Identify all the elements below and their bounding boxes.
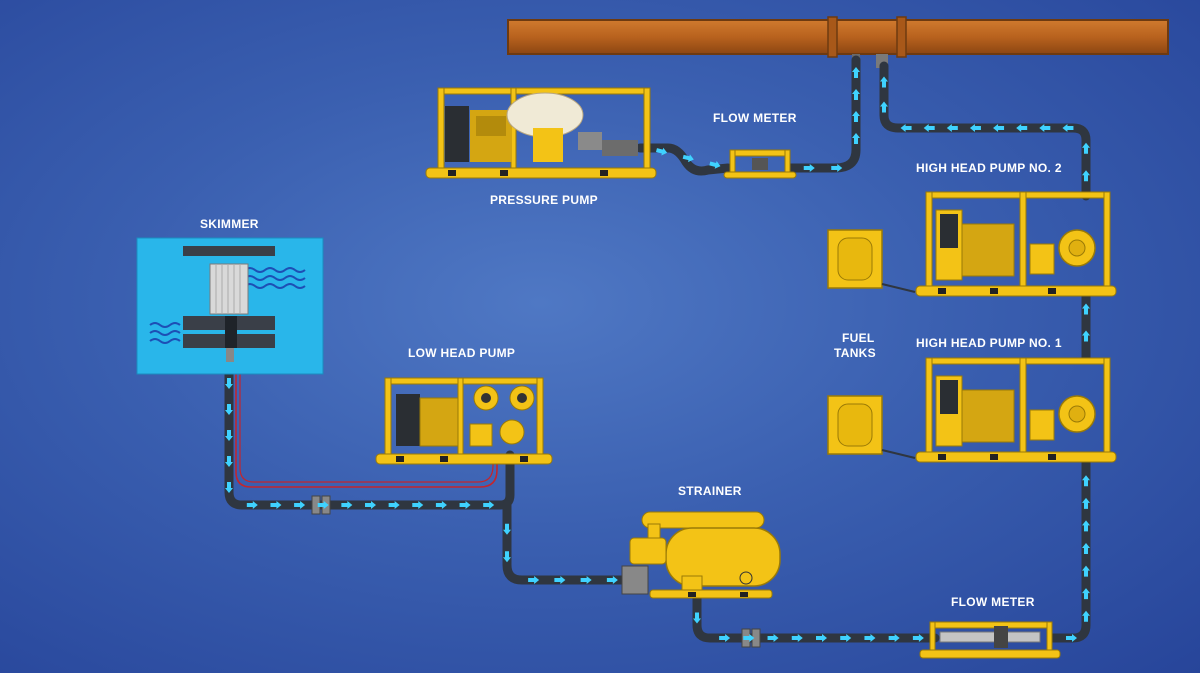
flow-arrow-icon — [852, 133, 860, 144]
flow-arrow-icon — [1039, 124, 1051, 132]
flow-meter-top-label: FLOW METER — [713, 111, 797, 125]
flow-arrow-icon — [225, 430, 233, 441]
pressure-pump-label: PRESSURE PUMP — [490, 193, 598, 207]
fuel-line — [235, 360, 498, 488]
flow-arrow-icon — [852, 67, 860, 78]
flow-arrow-icon — [1082, 170, 1090, 182]
flow-arrow-icon — [225, 378, 233, 389]
flow-arrow-icon — [791, 634, 803, 642]
hose-flowmeter-to-hh1 — [1047, 457, 1091, 643]
high-head-pump-1-label: HIGH HEAD PUMP NO. 1 — [916, 336, 1062, 350]
flow-arrow-icon — [719, 634, 731, 642]
flow-arrow-icon — [483, 501, 495, 509]
high-head-pump-2: HIGH HEAD PUMP NO. 2 — [915, 161, 1117, 297]
skimmer-label: SKIMMER — [200, 217, 259, 231]
flow-arrow-icon — [365, 501, 376, 509]
flow-arrow-icon — [900, 124, 912, 132]
flow-arrow-icon — [840, 634, 852, 642]
flow-arrow-icon — [1062, 124, 1074, 132]
flow-arrow-icon — [388, 501, 400, 509]
pressure-pump: PRESSURE PUMP — [425, 87, 657, 207]
hose-strainer-to-flowmeter — [692, 593, 940, 643]
flow-arrow-icon — [528, 576, 540, 584]
high-head-pump-2-label: HIGH HEAD PUMP NO. 2 — [916, 161, 1062, 175]
flow-arrow-icon — [1082, 475, 1090, 487]
fuel-tanks-label-line1: FUEL — [842, 331, 875, 345]
flow-arrow-icon — [1082, 497, 1090, 509]
flow-arrow-icon — [852, 111, 860, 122]
flow-arrow-icon — [880, 101, 888, 113]
flow-arrow-icon — [317, 501, 329, 509]
flow-arrow-icon — [888, 634, 900, 642]
flow-arrow-icon — [831, 164, 843, 172]
flow-arrow-icon — [880, 76, 888, 88]
flow-arrow-icon — [225, 404, 233, 415]
flow-arrow-icon — [503, 523, 511, 535]
flow-arrow-icon — [503, 551, 511, 563]
flow-arrow-icon — [852, 89, 860, 100]
flow-arrow-icon — [580, 576, 592, 584]
hose-low-head-to-strainer — [502, 500, 635, 585]
skimmer: SKIMMER — [136, 217, 324, 375]
flow-arrow-icon — [803, 164, 815, 172]
low-head-pump-label: LOW HEAD PUMP — [408, 346, 515, 360]
flow-arrow-icon — [709, 161, 721, 169]
flow-arrow-icon — [946, 124, 958, 132]
fuel-tank-bottom — [827, 395, 916, 459]
flow-arrow-icon — [435, 501, 447, 509]
flow-arrow-icon — [1082, 565, 1090, 577]
flow-arrow-icon — [606, 576, 618, 584]
flow-meter-top: FLOW METER — [713, 111, 797, 179]
flow-arrow-icon — [1082, 588, 1090, 600]
flow-arrow-icon — [225, 456, 233, 467]
flow-arrow-icon — [923, 124, 935, 132]
flow-arrow-icon — [1082, 520, 1090, 532]
flow-arrow-icon — [693, 612, 701, 624]
flow-arrow-icon — [341, 501, 353, 509]
flow-arrow-icon — [554, 576, 566, 584]
flow-arrow-icon — [864, 634, 876, 642]
flow-arrow-icon — [816, 634, 827, 642]
flow-arrow-icon — [1066, 634, 1077, 642]
flow-arrow-icon — [682, 154, 694, 163]
flow-arrow-icon — [1082, 543, 1090, 554]
flow-arrow-icon — [1082, 610, 1090, 622]
flow-arrow-icon — [743, 634, 755, 642]
strainer: STRAINER — [621, 484, 781, 599]
main-pipeline — [507, 16, 1169, 68]
flow-arrow-icon — [246, 501, 258, 509]
low-head-pump: LOW HEAD PUMP — [375, 346, 553, 465]
flow-arrow-icon — [969, 124, 981, 132]
flow-arrow-icon — [912, 634, 924, 642]
flow-arrow-icon — [1082, 303, 1090, 315]
flow-arrow-icon — [1016, 124, 1028, 132]
flow-meter-bottom: FLOW METER — [919, 595, 1061, 659]
flow-arrow-icon — [294, 501, 306, 509]
flow-arrow-icon — [1082, 330, 1090, 342]
water-waves-icon — [149, 267, 306, 344]
fuel-tanks-label-line2: TANKS — [834, 346, 876, 360]
fuel-tank-top — [827, 229, 916, 293]
flow-arrow-icon — [655, 147, 668, 156]
flow-arrow-icon — [459, 501, 471, 509]
flow-arrow-icon — [412, 501, 424, 509]
strainer-label: STRAINER — [678, 484, 742, 498]
flow-arrow-icon — [767, 634, 779, 642]
flow-arrow-icon — [270, 501, 282, 509]
flow-meter-bottom-label: FLOW METER — [951, 595, 1035, 609]
hose-hh2-to-pipeline — [879, 61, 1091, 201]
flow-arrow-icon — [1082, 142, 1090, 154]
flow-direction-arrows — [225, 67, 1090, 642]
flow-arrow-icon — [225, 482, 233, 493]
flow-arrow-icon — [993, 124, 1005, 132]
high-head-pump-1: HIGH HEAD PUMP NO. 1 — [915, 336, 1117, 463]
